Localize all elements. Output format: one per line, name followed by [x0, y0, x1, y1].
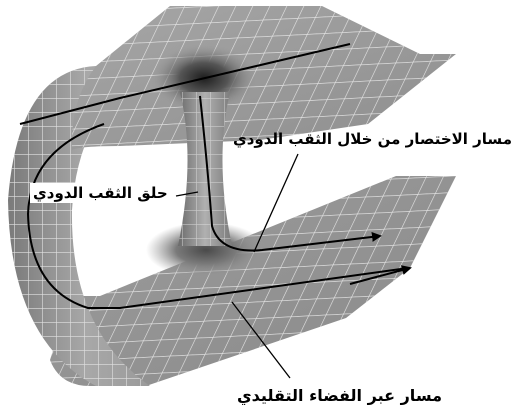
conventional-path-label: مسار عبر الفضاء التقليدي: [237, 386, 442, 405]
shortcut-path-label: مسار الاختصار من خلال الثقب الدودي: [233, 130, 512, 148]
wormhole-throat-label: حلق الثقب الدودي: [30, 183, 171, 203]
wormhole-throat: [178, 92, 232, 246]
upper-sheet: [72, 6, 456, 150]
